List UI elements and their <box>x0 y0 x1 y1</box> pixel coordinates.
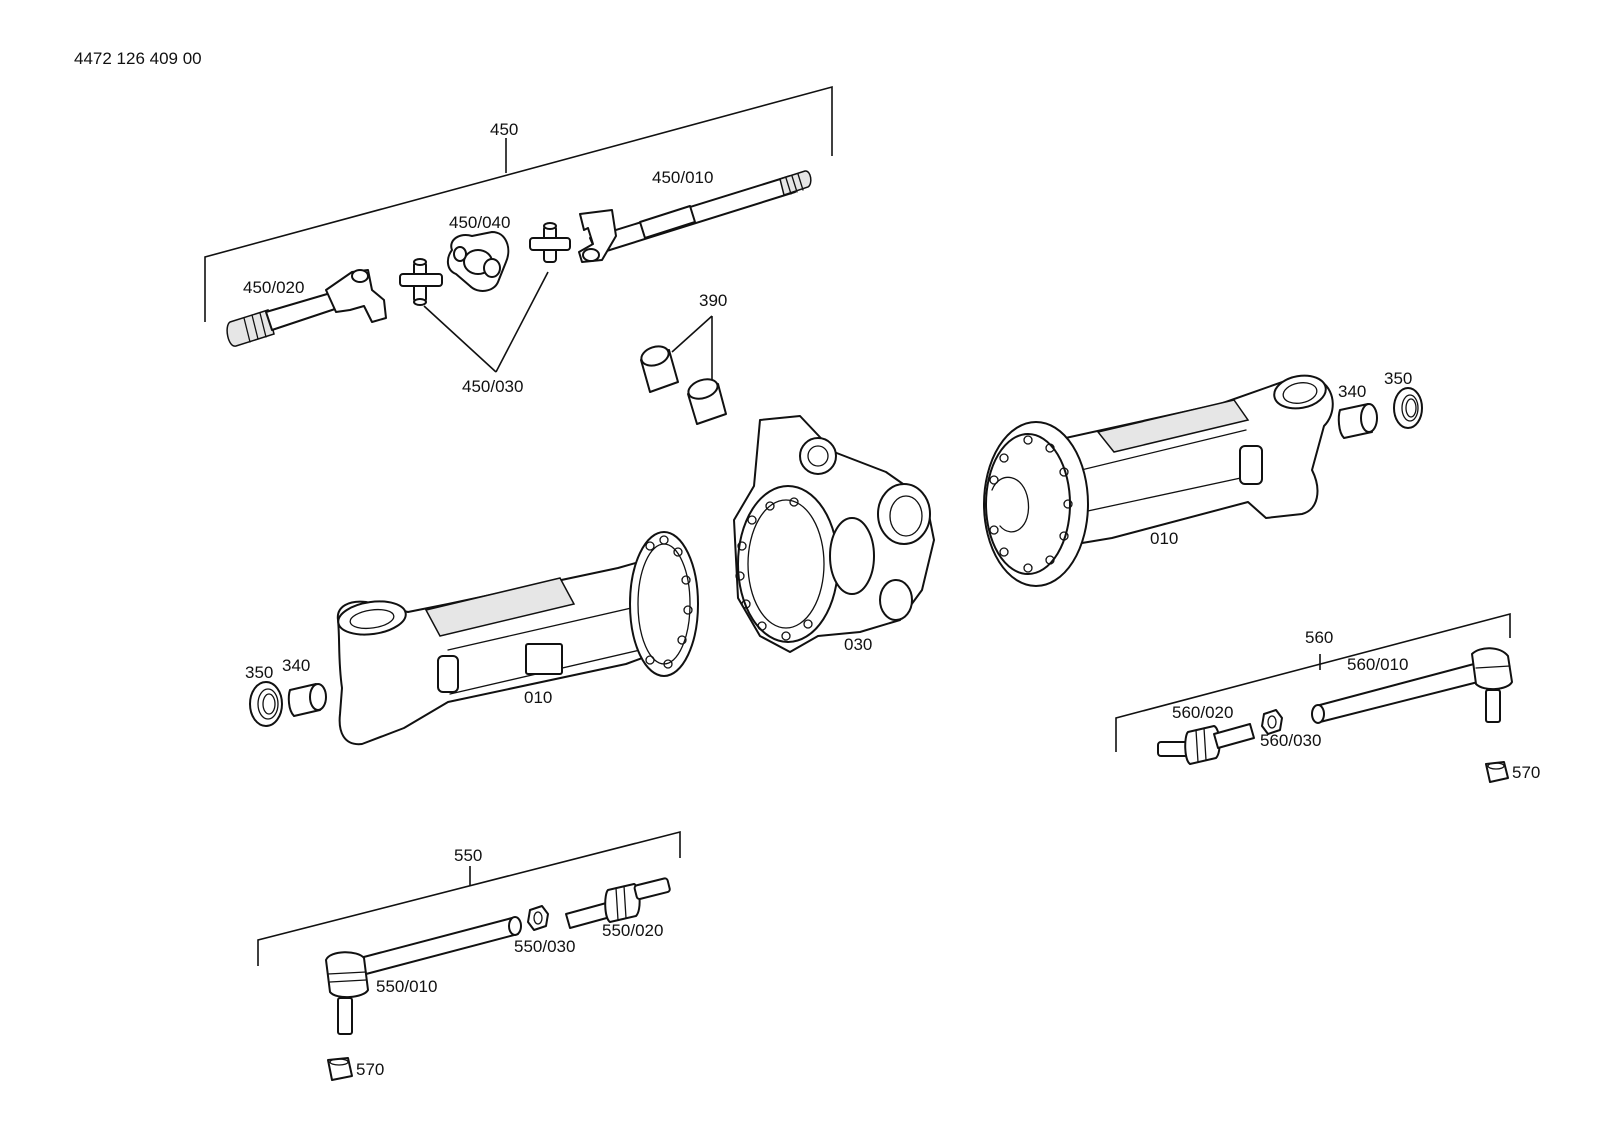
label-560-020: 560/020 <box>1172 703 1233 722</box>
part-450-020-shaft <box>226 269 387 347</box>
part-450-030-cross-right <box>529 222 571 263</box>
label-570-right: 570 <box>1512 763 1540 782</box>
part-340-bushing-right <box>1337 403 1378 439</box>
part-570-nut-left <box>327 1057 353 1081</box>
label-340-left: 340 <box>282 656 310 675</box>
part-350-seal-right <box>1393 387 1423 429</box>
label-560-010: 560/010 <box>1347 655 1408 674</box>
flange-bolt-holes-center <box>735 497 813 641</box>
part-390-bushing-upper <box>640 345 679 393</box>
label-570-left: 570 <box>356 1060 384 1079</box>
bracket-450 <box>204 85 833 322</box>
label-010-right: 010 <box>1150 529 1178 548</box>
part-010-housing-right <box>983 374 1334 587</box>
part-450-010-shaft <box>578 170 812 263</box>
part-350-seal-left <box>249 681 283 727</box>
part-340-bushing-left <box>287 683 327 717</box>
part-560-020-ball-joint <box>1157 723 1255 765</box>
label-350-left: 350 <box>245 663 273 682</box>
part-010-housing-left <box>336 531 699 746</box>
flange-bolt-holes-right <box>989 435 1073 573</box>
part-450-030-cross-left <box>399 258 443 306</box>
part-550-020-ball-joint <box>565 877 671 929</box>
part-560-010-tie-rod <box>1311 647 1513 724</box>
label-550-020: 550/020 <box>602 921 663 940</box>
label-550: 550 <box>454 846 482 865</box>
flange-bolt-holes-left <box>645 535 693 669</box>
part-450-040-yoke <box>446 231 510 292</box>
document-number: 4472 126 409 00 <box>74 49 202 68</box>
label-010-left: 010 <box>524 688 552 707</box>
leader-450-030 <box>423 271 549 373</box>
label-560: 560 <box>1305 628 1333 647</box>
label-450-040: 450/040 <box>449 213 510 232</box>
part-550-030-nut <box>527 905 549 931</box>
part-570-nut-right <box>1485 761 1509 783</box>
bracket-560 <box>1115 612 1511 752</box>
label-350-right: 350 <box>1384 369 1412 388</box>
bracket-550 <box>257 830 681 966</box>
label-030: 030 <box>844 635 872 654</box>
label-550-010: 550/010 <box>376 977 437 996</box>
part-390-bushing-lower <box>687 378 727 425</box>
label-450: 450 <box>490 120 518 139</box>
part-560-030-nut <box>1261 709 1283 735</box>
part-550-010-tie-rod <box>325 916 522 1035</box>
part-030-center-housing <box>733 415 935 653</box>
label-450-030: 450/030 <box>462 377 523 396</box>
label-450-010: 450/010 <box>652 168 713 187</box>
label-390: 390 <box>699 291 727 310</box>
label-340-right: 340 <box>1338 382 1366 401</box>
leader-390 <box>671 315 713 384</box>
label-450-020: 450/020 <box>243 278 304 297</box>
label-550-030: 550/030 <box>514 937 575 956</box>
label-560-030: 560/030 <box>1260 731 1321 750</box>
